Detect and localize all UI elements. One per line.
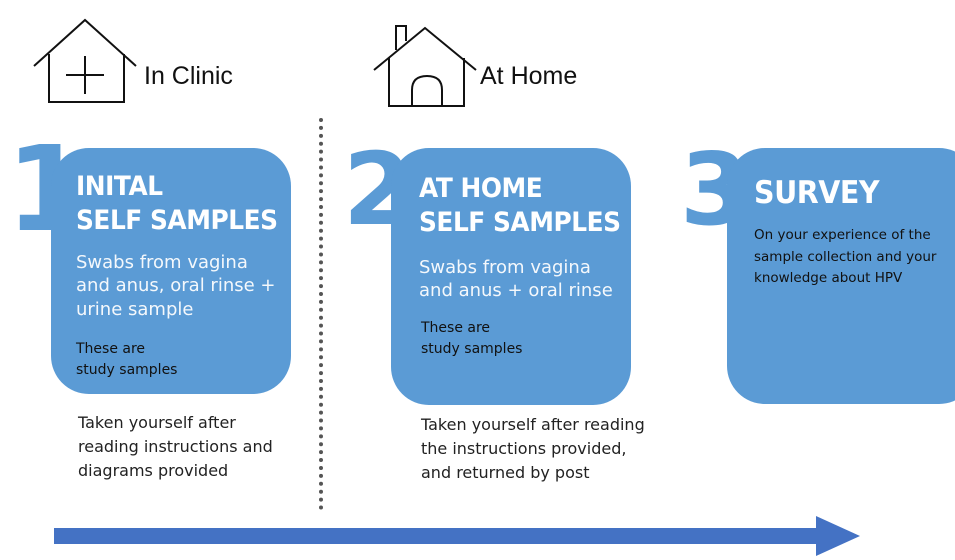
step-note-2: These are study samples [421, 318, 522, 360]
location-label-home: At Home [480, 62, 578, 90]
step-card-3 [727, 148, 955, 404]
step-title-1: INITAL SELF SAMPLES [76, 170, 278, 238]
step-title-2: AT HOME SELF SAMPLES [419, 172, 621, 240]
step-card-1 [51, 148, 291, 394]
house-door-icon [372, 22, 482, 112]
step-card-2 [391, 148, 631, 405]
house-plus-icon [32, 16, 142, 106]
step-body-3: On your experience of the sample collect… [754, 227, 937, 287]
step-title-2-line2: SELF SAMPLES [419, 206, 621, 238]
step-note-1-line1: These are [76, 341, 146, 357]
step-caption-1: Taken yourself after reading instruction… [78, 413, 273, 480]
step-note-2-line2: study samples [421, 341, 523, 357]
location-label-clinic: In Clinic [144, 62, 233, 90]
step-note-1: These are study samples [76, 339, 177, 381]
step-title-1-line1: INITAL [76, 171, 163, 202]
step-title-2-line1: AT HOME [419, 173, 543, 204]
step-body-2: Swabs from vagina and anus + oral rinse [419, 257, 613, 302]
timeline-arrow [54, 516, 860, 560]
step-caption-2: Taken yourself after reading the instruc… [421, 415, 645, 482]
step-note-2-line1: These are [421, 320, 491, 336]
step-title-3: SURVEY [754, 175, 880, 211]
clinic-home-divider [319, 118, 323, 510]
step-note-1-line2: study samples [76, 362, 178, 378]
step-title-1-line2: SELF SAMPLES [76, 204, 278, 236]
step-body-1: Swabs from vagina and anus, oral rinse +… [76, 252, 276, 320]
